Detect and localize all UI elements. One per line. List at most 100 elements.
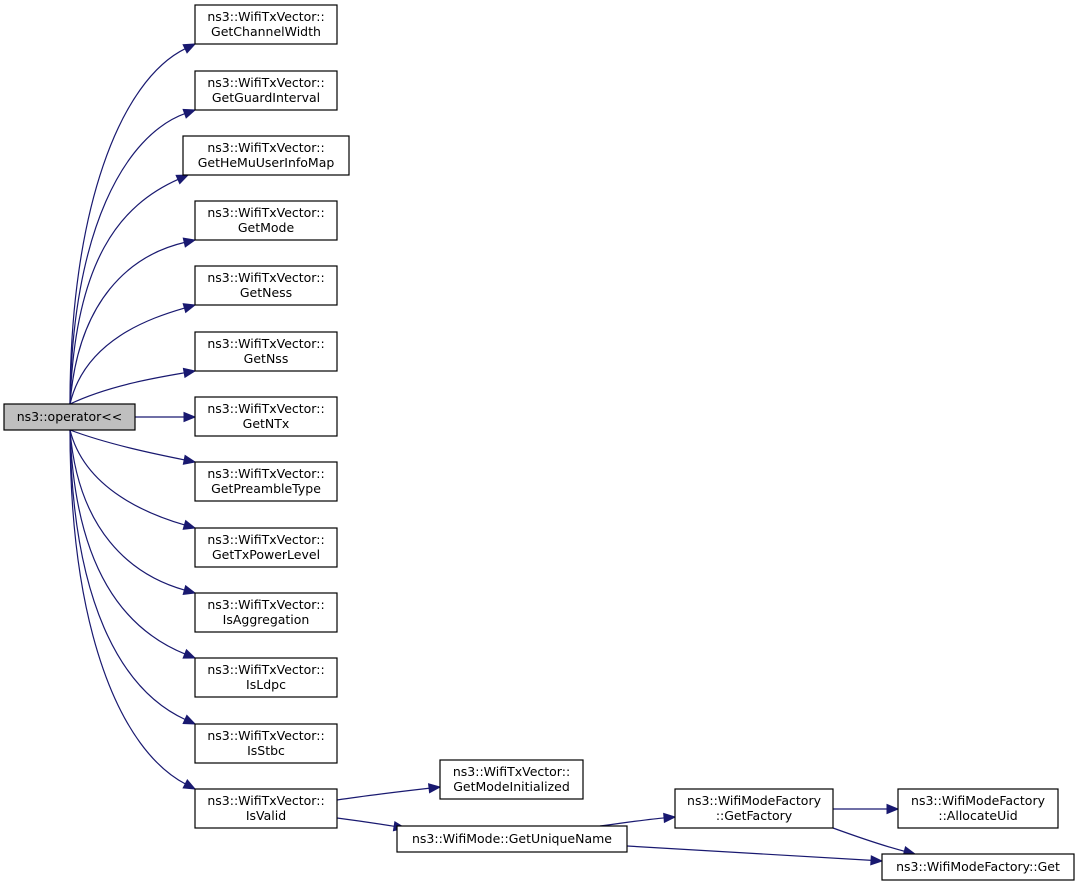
node-box[interactable] bbox=[194, 200, 338, 241]
edge-op-stbc bbox=[69, 429, 187, 721]
node-ntx[interactable]: ns3::WifiTxVector::GetNTx bbox=[194, 396, 338, 437]
node-label: GetPreambleType bbox=[211, 481, 321, 496]
node-mode[interactable]: ns3::WifiTxVector::GetMode bbox=[194, 200, 338, 241]
node-label: GetTxPowerLevel bbox=[212, 547, 320, 562]
node-box[interactable] bbox=[194, 527, 338, 568]
node-get[interactable]: ns3::WifiModeFactory::Get bbox=[881, 853, 1075, 881]
node-chw[interactable]: ns3::WifiTxVector::GetChannelWidth bbox=[194, 4, 338, 45]
node-box[interactable] bbox=[194, 723, 338, 764]
node-box[interactable] bbox=[396, 825, 628, 853]
node-label: GetNss bbox=[244, 351, 289, 366]
node-label: GetHeMuUserInfoMap bbox=[198, 155, 335, 170]
node-box[interactable] bbox=[881, 853, 1075, 881]
node-label: IsAggregation bbox=[223, 612, 310, 627]
node-nss[interactable]: ns3::WifiTxVector::GetNss bbox=[194, 331, 338, 372]
node-auid[interactable]: ns3::WifiModeFactory::AllocateUid bbox=[897, 788, 1059, 829]
nodes-layer: ns3::operator<<ns3::WifiTxVector::GetCha… bbox=[3, 4, 1075, 881]
node-label: IsLdpc bbox=[246, 677, 286, 692]
edge-op-nss bbox=[69, 372, 186, 405]
node-label: GetChannelWidth bbox=[211, 24, 321, 39]
node-label: ns3::WifiModeFactory bbox=[911, 793, 1046, 808]
node-label: ns3::WifiTxVector:: bbox=[207, 466, 324, 481]
arrowhead-valid-gmi bbox=[427, 783, 442, 794]
arrowhead-op-ness bbox=[182, 303, 197, 314]
node-box[interactable] bbox=[194, 265, 338, 306]
node-label: ns3::WifiTxVector:: bbox=[207, 270, 324, 285]
edge-op-ldpc bbox=[69, 429, 186, 655]
node-label: GetMode bbox=[238, 220, 295, 235]
edge-op-chw bbox=[69, 47, 187, 405]
node-label: ::GetFactory bbox=[716, 808, 793, 823]
node-label: GetNTx bbox=[243, 416, 290, 431]
edge-op-valid bbox=[69, 429, 187, 785]
edge-op-gi bbox=[69, 112, 186, 405]
node-hemu[interactable]: ns3::WifiTxVector::GetHeMuUserInfoMap bbox=[182, 135, 350, 176]
edge-uname-get bbox=[626, 845, 873, 861]
arrowhead-uname-fact bbox=[663, 812, 677, 824]
arrowhead-op-nss bbox=[182, 367, 197, 379]
node-label: ns3::WifiTxVector:: bbox=[207, 205, 324, 220]
arrowhead-op-gi bbox=[182, 108, 197, 119]
node-label: GetNess bbox=[240, 285, 292, 300]
node-box[interactable] bbox=[897, 788, 1059, 829]
node-agg[interactable]: ns3::WifiTxVector::IsAggregation bbox=[194, 592, 338, 633]
node-box[interactable] bbox=[194, 396, 338, 437]
edge-valid-uname bbox=[336, 817, 396, 828]
arrowhead-uname-get bbox=[870, 855, 884, 866]
node-box[interactable] bbox=[674, 788, 834, 829]
node-fact[interactable]: ns3::WifiModeFactory::GetFactory bbox=[674, 788, 834, 829]
node-uname[interactable]: ns3::WifiMode::GetUniqueName bbox=[396, 825, 628, 853]
node-box[interactable] bbox=[194, 4, 338, 45]
arrowhead-op-hemu bbox=[175, 174, 190, 185]
node-label: ns3::WifiModeFactory bbox=[687, 793, 822, 808]
arrowhead-op-txp bbox=[182, 519, 197, 530]
node-label: ns3::WifiTxVector:: bbox=[207, 532, 324, 547]
node-valid[interactable]: ns3::WifiTxVector::IsValid bbox=[194, 788, 338, 829]
node-ness[interactable]: ns3::WifiTxVector::GetNess bbox=[194, 265, 338, 306]
node-ldpc[interactable]: ns3::WifiTxVector::IsLdpc bbox=[194, 657, 338, 698]
arrowhead-op-agg bbox=[182, 584, 197, 595]
node-label: ns3::WifiTxVector:: bbox=[207, 728, 324, 743]
edge-op-txp bbox=[69, 429, 186, 526]
node-box[interactable] bbox=[194, 331, 338, 372]
node-label: ns3::WifiModeFactory::Get bbox=[896, 859, 1060, 874]
node-box[interactable] bbox=[194, 461, 338, 502]
node-box[interactable] bbox=[194, 788, 338, 829]
node-label: ns3::WifiTxVector:: bbox=[453, 764, 570, 779]
node-label: ns3::WifiMode::GetUniqueName bbox=[412, 831, 612, 846]
root-node[interactable]: ns3::operator<< bbox=[3, 403, 136, 431]
arrowhead-op-ntx bbox=[183, 411, 197, 423]
node-label: ns3::WifiTxVector:: bbox=[207, 336, 324, 351]
node-label: ns3::WifiTxVector:: bbox=[207, 75, 324, 90]
node-pre[interactable]: ns3::WifiTxVector::GetPreambleType bbox=[194, 461, 338, 502]
arrowhead-op-valid bbox=[182, 779, 197, 790]
node-label: ns3::WifiTxVector:: bbox=[207, 401, 324, 416]
arrowhead-op-mode bbox=[182, 237, 197, 248]
node-label: ns3::WifiTxVector:: bbox=[207, 662, 324, 677]
arrowhead-op-ldpc bbox=[182, 648, 197, 659]
node-label: ns3::WifiTxVector:: bbox=[207, 597, 324, 612]
edge-fact-get bbox=[832, 827, 906, 853]
edge-op-agg bbox=[69, 429, 186, 591]
node-stbc[interactable]: ns3::WifiTxVector::IsStbc bbox=[194, 723, 338, 764]
node-box[interactable] bbox=[439, 759, 584, 800]
node-box[interactable] bbox=[3, 403, 136, 431]
edge-uname-fact bbox=[599, 817, 666, 827]
node-label: ns3::WifiTxVector:: bbox=[207, 793, 324, 808]
node-gi[interactable]: ns3::WifiTxVector::GetGuardInterval bbox=[194, 70, 338, 111]
node-label: GetGuardInterval bbox=[212, 90, 320, 105]
node-label: ns3::WifiTxVector:: bbox=[207, 9, 324, 24]
edge-valid-gmi bbox=[336, 787, 431, 801]
node-box[interactable] bbox=[194, 70, 338, 111]
node-box[interactable] bbox=[194, 657, 338, 698]
arrowhead-fact-auid bbox=[886, 803, 900, 815]
edge-op-mode bbox=[69, 241, 186, 405]
node-label: IsValid bbox=[246, 808, 286, 823]
node-gmi[interactable]: ns3::WifiTxVector::GetModeInitialized bbox=[439, 759, 584, 800]
node-box[interactable] bbox=[182, 135, 350, 176]
node-txp[interactable]: ns3::WifiTxVector::GetTxPowerLevel bbox=[194, 527, 338, 568]
node-box[interactable] bbox=[194, 592, 338, 633]
node-label: ::AllocateUid bbox=[938, 808, 1017, 823]
node-label: IsStbc bbox=[247, 743, 285, 758]
